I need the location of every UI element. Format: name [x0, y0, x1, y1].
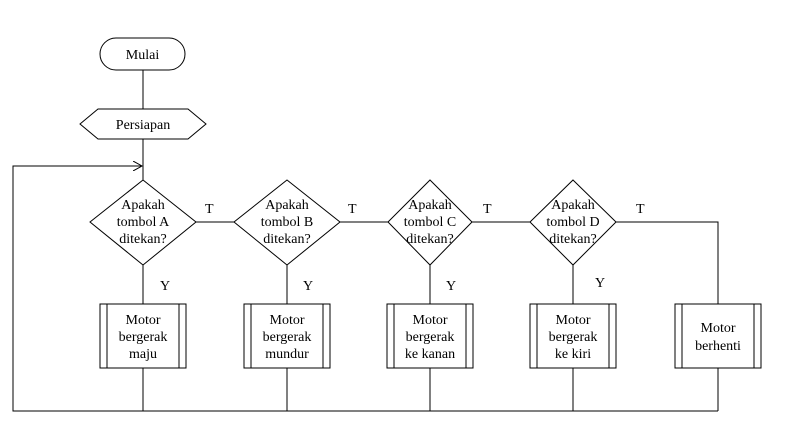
process-stop-line-2: berhenti [695, 339, 741, 354]
decision-a-line-1: Apakah [121, 198, 165, 213]
loop-back-line [12, 166, 718, 412]
process-backward-line-1: Motor [270, 313, 305, 328]
process-forward-line-1: Motor [126, 313, 161, 328]
decision-d-line-2: tombol D [546, 215, 599, 230]
preparation-label: Persiapan [116, 118, 170, 133]
decision-c-line-1: Apakah [408, 198, 452, 213]
process-forward: Motor bergerak maju [99, 303, 187, 369]
process-left: Motor bergerak ke kiri [529, 303, 617, 369]
decision-c-line-2: tombol C [404, 215, 457, 230]
preparation-step: Persiapan [79, 108, 207, 140]
decision-a-yes-label: Y [160, 279, 170, 294]
process-left-line-2: bergerak [549, 330, 598, 345]
process-right-line-1: Motor [413, 313, 448, 328]
process-backward: Motor bergerak mundur [243, 303, 331, 369]
process-backward-line-2: bergerak [263, 330, 312, 345]
process-forward-line-2: bergerak [119, 330, 168, 345]
connector-d-stop [616, 221, 719, 304]
process-stop-line-1: Motor [701, 321, 736, 336]
decision-c-yes-label: Y [446, 279, 456, 294]
process-right: Motor bergerak ke kanan [386, 303, 474, 369]
start-terminal: Mulai [99, 37, 186, 71]
decision-a-line-3: ditekan? [119, 232, 166, 247]
process-stop: Motor berhenti [674, 303, 762, 369]
decision-b-yes-label: Y [303, 279, 313, 294]
decision-b-line-2: tombol B [261, 215, 314, 230]
decision-d-yes-label: Y [595, 276, 605, 291]
process-backward-line-3: mundur [265, 347, 309, 362]
decision-b: Apakah tombol B ditekan? [233, 179, 341, 266]
decision-d: Apakah tombol D ditekan? [529, 179, 617, 266]
decision-d-no-label: T [636, 202, 645, 217]
process-forward-line-3: maju [129, 347, 157, 362]
process-left-line-1: Motor [556, 313, 591, 328]
process-left-line-3: ke kiri [555, 347, 591, 362]
start-label: Mulai [126, 48, 160, 63]
decision-c-no-label: T [483, 202, 492, 217]
decision-b-no-label: T [348, 202, 357, 217]
decision-b-line-1: Apakah [265, 198, 309, 213]
decision-d-line-1: Apakah [551, 198, 595, 213]
decision-c-line-3: ditekan? [406, 232, 453, 247]
decision-a-no-label: T [205, 202, 214, 217]
decision-d-line-3: ditekan? [549, 232, 596, 247]
process-right-line-3: ke kanan [405, 347, 455, 362]
decision-c: Apakah tombol C ditekan? [387, 179, 473, 266]
decision-a: Apakah tombol A ditekan? [89, 179, 197, 266]
process-right-line-2: bergerak [406, 330, 455, 345]
decision-a-line-2: tombol A [117, 215, 170, 230]
decision-b-line-3: ditekan? [263, 232, 310, 247]
